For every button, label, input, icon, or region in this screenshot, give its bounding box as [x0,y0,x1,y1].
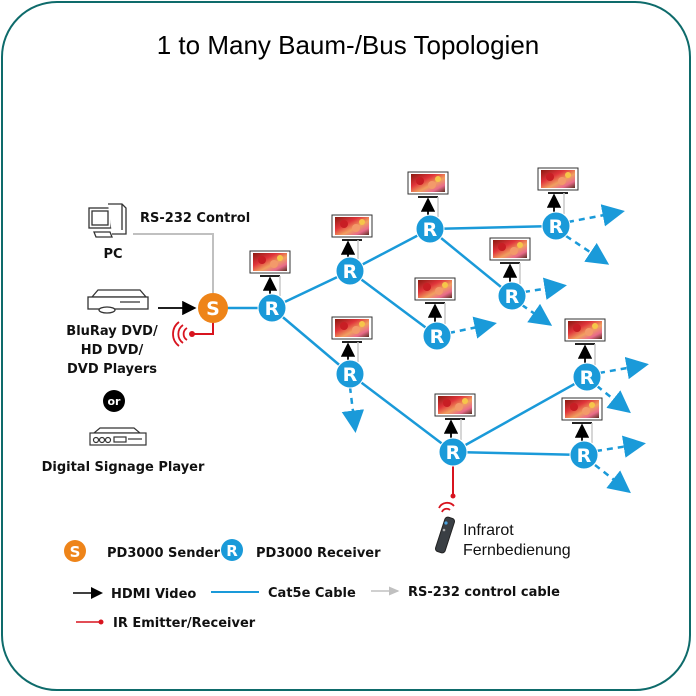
pc-label: PC [103,247,122,262]
receiver-letter: R [446,442,461,464]
receiver-letter: R [577,445,592,467]
or-badge [103,390,125,412]
diagram-title: 1 to Many Baum-/Bus Topologien [156,30,540,60]
continuation [595,435,646,458]
receiver-nodes: R R R R R R R R R R [257,211,602,470]
receiver-letter: R [265,298,280,320]
display-tv [561,397,603,443]
link-r3-r7 [429,228,513,297]
sender-node[interactable]: S [198,293,228,323]
remote-label-line2: Fernbedienung [463,542,571,559]
rs232-control-label: RS-232 Control [140,211,250,226]
link-r8-r10 [452,450,585,457]
bluray-label-line2: HD DVD/ [81,343,144,358]
continuation [521,303,553,326]
receiver-letter: R [580,367,595,389]
legend-rs232-label: RS-232 control cable [408,585,560,600]
display-tv [564,318,606,365]
legend-sender: S PD3000 Sender [64,540,221,562]
ir-emitter-icon [172,321,188,347]
continuation [448,316,497,339]
ir-emitter-dot [189,331,195,337]
receiver-node[interactable]: R [541,211,571,241]
display-tv [537,167,579,214]
receiver-node[interactable]: R [497,281,527,311]
display-tv [249,250,291,296]
legend-sender-label: PD3000 Sender [107,546,221,561]
link-r3-r6 [429,224,557,231]
dashed-continuations [341,204,649,494]
displays [249,167,606,443]
ir-remote-icon [434,501,456,554]
link-r2-r3 [349,227,431,273]
link-r4-r8 [349,373,454,453]
bluray-player-icon [87,289,149,314]
legend: S PD3000 Sender R PD3000 Receiver HDMI V… [64,539,560,631]
signage-player-icon [89,427,147,446]
pc-icon [88,203,127,238]
sender-letter: S [206,298,220,320]
display-tv [331,214,373,259]
display-tv [489,237,531,284]
rs232-cable [133,233,214,293]
legend-cat5e: Cat5e Cable [211,586,356,601]
bluray-label-line3: DVD Players [67,362,157,377]
receiver-node[interactable]: R [335,359,365,389]
receiver-letter: R [505,286,520,308]
receiver-letter: R [549,216,564,238]
link-r2-r5 [349,269,438,338]
ir-receiver-dot [450,493,456,499]
receiver-node[interactable]: R [572,362,602,392]
legend-sender-letter: S [70,543,81,561]
continuation [341,386,365,433]
receiver-node[interactable]: R [438,437,468,467]
legend-ir-label: IR Emitter/Receiver [113,616,256,631]
legend-rs232: RS-232 control cable [371,585,560,600]
signage-label: Digital Signage Player [42,460,205,475]
remote-label-line1: Infrarot [463,522,514,539]
legend-ir: IR Emitter/Receiver [76,616,256,631]
receiver-node[interactable]: R [422,321,452,351]
continuation [523,277,567,300]
receiver-letter: R [343,261,358,283]
receiver-letter: R [343,364,358,386]
display-tv [414,277,456,324]
display-tv [331,316,373,362]
continuation [594,464,631,494]
continuation [567,204,625,227]
link-r8-r9 [452,375,588,454]
receiver-letter: R [430,326,445,348]
continuation [565,234,610,265]
receiver-node[interactable]: R [415,214,445,244]
bluray-label-line1: BluRay DVD/ [66,324,158,339]
receiver-node[interactable]: R [335,256,365,286]
legend-hdmi-label: HDMI Video [111,587,196,602]
ir-emitter-line [193,322,214,335]
legend-receiver-letter: R [226,542,238,560]
receiver-node[interactable]: R [569,440,599,470]
continuation [598,356,649,380]
legend-receiver-label: PD3000 Receiver [256,546,381,561]
or-label: or [108,395,122,408]
legend-receiver: R PD3000 Receiver [221,539,381,561]
display-tv [434,393,476,440]
legend-hdmi: HDMI Video [73,587,196,602]
receiver-node[interactable]: R [257,293,287,323]
display-tv [407,171,449,217]
receiver-letter: R [423,219,438,241]
legend-cat5e-label: Cat5e Cable [268,586,356,601]
link-r1-r4 [271,307,351,375]
